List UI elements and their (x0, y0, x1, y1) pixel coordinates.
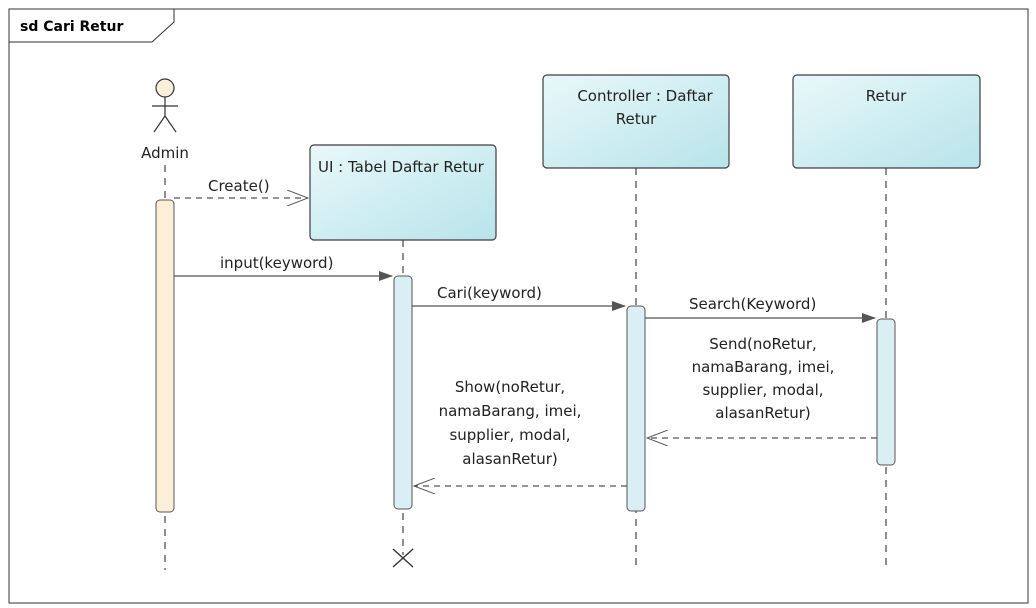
activation-admin (155, 199, 175, 513)
message-input-label: input(keyword) (220, 254, 333, 272)
participant-ui-label: UI : Tabel Daftar Retur (318, 158, 485, 176)
message-show-line3: supplier, modal, (449, 426, 570, 444)
activation-controller (626, 305, 646, 512)
message-create-label: Create() (208, 177, 270, 195)
message-show-line2: namaBarang, imei, (439, 402, 582, 420)
message-send-label: Send(noRetur, namaBarang, imei, supplier… (692, 335, 835, 422)
participant-controller-label-line1: Controller : Daftar (577, 87, 713, 105)
message-search-label: Search(Keyword) (689, 295, 816, 313)
activation-ui (393, 275, 413, 510)
message-cari-label: Cari(keyword) (437, 284, 542, 302)
participant-retur-label: Retur (866, 87, 907, 105)
participant-controller-label-line2: Retur (616, 110, 657, 128)
message-send-line1: Send(noRetur, (709, 335, 817, 353)
message-send-line2: namaBarang, imei, (692, 358, 835, 376)
participant-ui-box (309, 144, 497, 241)
activation-retur (876, 318, 896, 466)
actor-admin (152, 78, 178, 133)
frame-title-tab (8, 8, 175, 43)
message-send-line3: supplier, modal, (702, 381, 823, 399)
participant-retur-box (792, 74, 981, 169)
destroy-x-icon (392, 548, 414, 568)
message-show-line1: Show(noRetur, (455, 378, 565, 396)
participant-controller-box (542, 74, 730, 169)
message-show-label: Show(noRetur, namaBarang, imei, supplier… (439, 378, 582, 468)
message-send-line4: alasanRetur) (715, 404, 810, 422)
frame-title: sd Cari Retur (20, 19, 123, 35)
actor-admin-label: Admin (141, 144, 189, 162)
message-show-line4: alasanRetur) (462, 450, 557, 468)
